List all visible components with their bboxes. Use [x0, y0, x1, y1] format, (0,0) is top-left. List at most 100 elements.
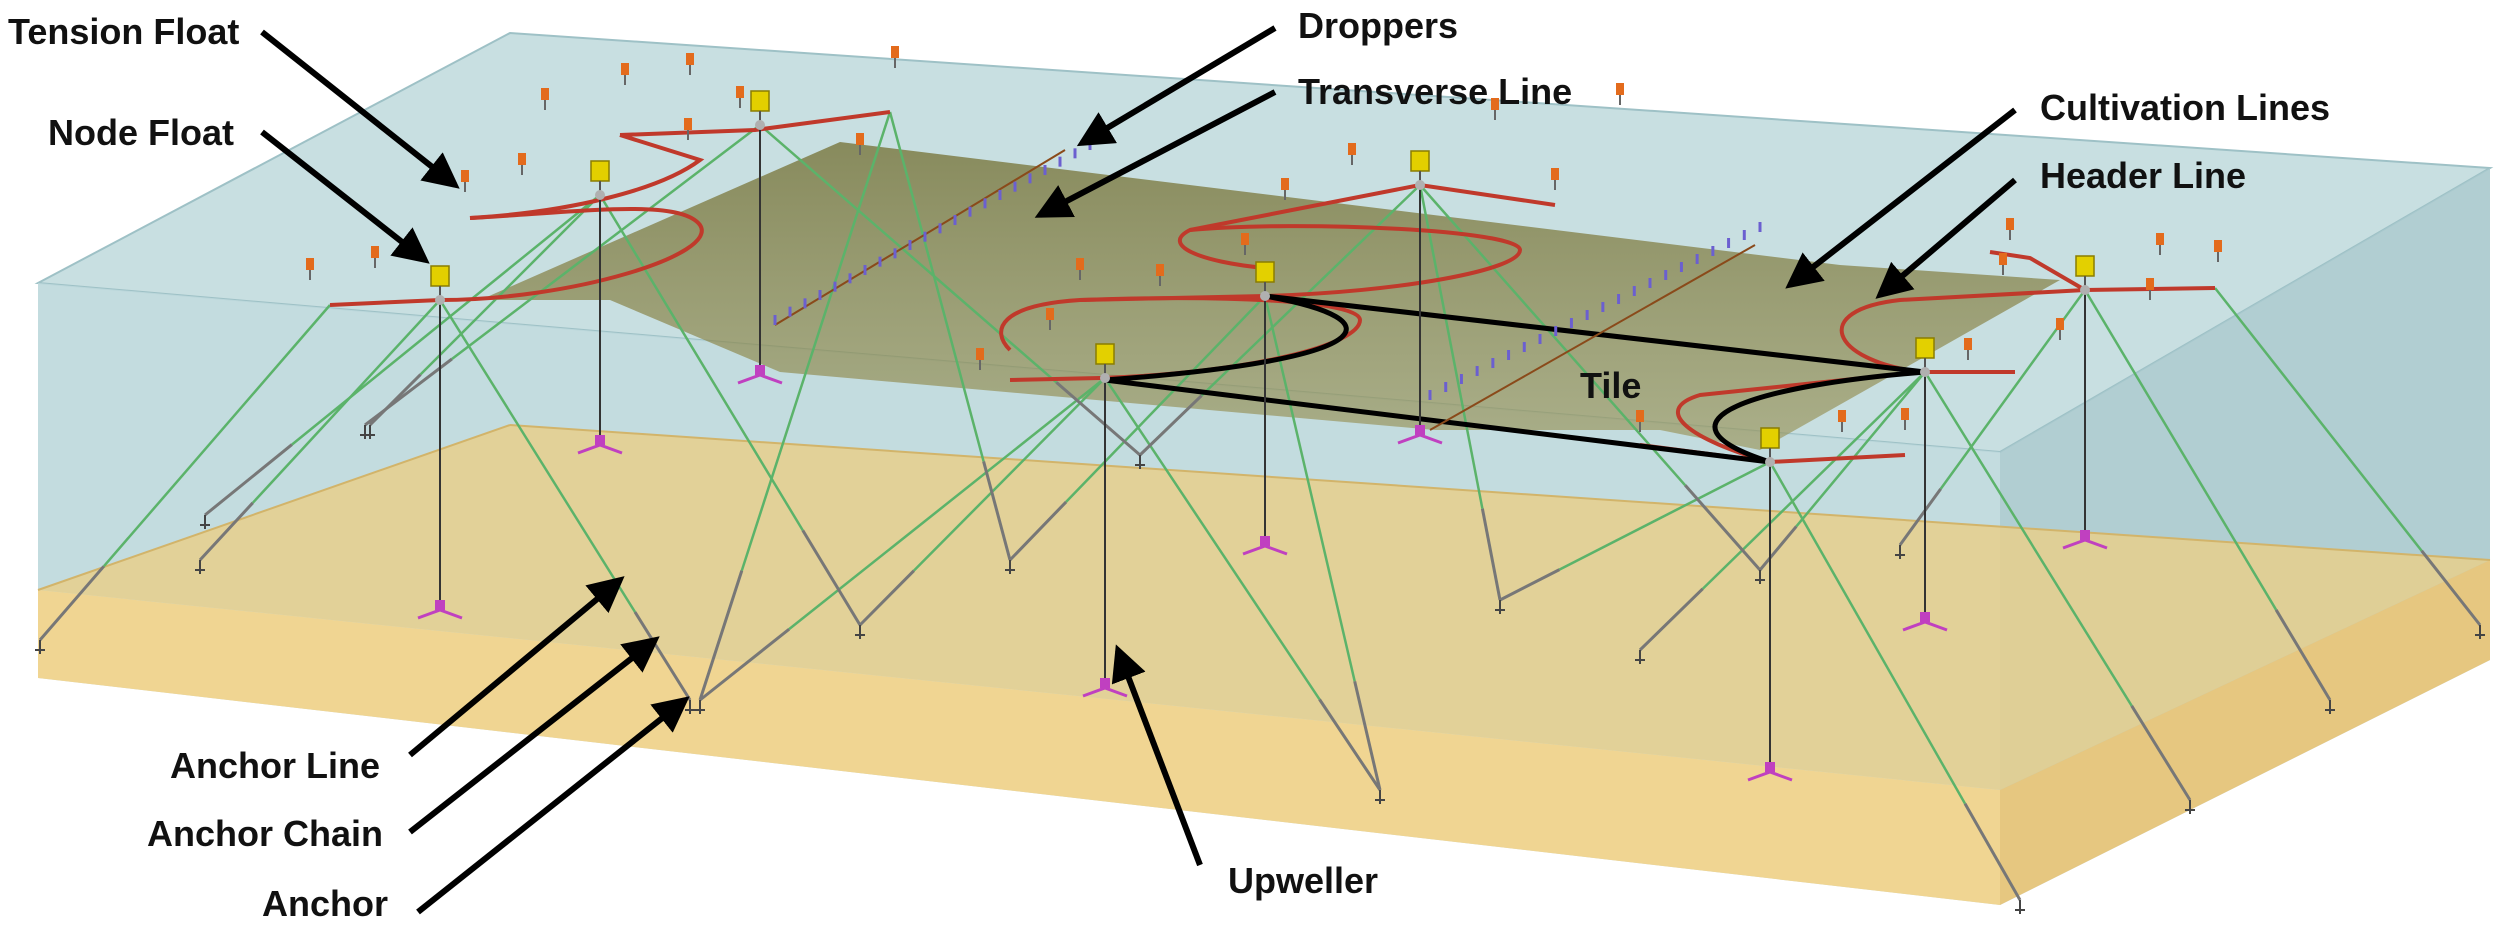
header-line	[329, 110, 2216, 465]
label-node-float: Node Float	[48, 112, 234, 153]
anchor-line	[1795, 371, 1926, 528]
tension-float-icon	[2146, 278, 2154, 300]
node-float-icon	[1760, 427, 1780, 467]
anchor-chain	[1963, 802, 2022, 901]
labels: Tension Float Node Float Droppers Transv…	[8, 5, 2330, 924]
anchor-icon	[855, 625, 865, 639]
upweller-base	[1902, 612, 1948, 632]
anchor-icon	[2475, 625, 2485, 639]
tension-float-icon	[1046, 308, 1054, 330]
tension-float-icon	[736, 86, 744, 108]
upweller-risers	[439, 125, 2086, 772]
anchor-line	[913, 377, 1106, 572]
anchor-line	[598, 194, 804, 532]
tension-float-icon	[2156, 233, 2164, 255]
anchor-icon	[1635, 650, 1645, 664]
tension-float-icon	[891, 46, 899, 68]
tension-float-icon	[518, 153, 526, 175]
arrow-upweller	[1111, 644, 1203, 867]
arrow-anchor	[416, 696, 690, 915]
anchor-chain	[368, 373, 422, 427]
label-upweller: Upweller	[1228, 860, 1378, 901]
anchor-icon	[195, 560, 205, 574]
anchor-line	[2083, 289, 2278, 611]
label-anchor: Anchor	[262, 883, 388, 924]
anchor-chain	[858, 569, 915, 627]
tension-float-icon	[1241, 233, 1249, 255]
anchor-line	[1768, 461, 1967, 805]
tension-float-icon	[856, 133, 864, 155]
node-float-icon	[430, 265, 450, 305]
label-transverse-line: Transverse Line	[1298, 71, 1572, 112]
anchor-chain	[633, 611, 692, 701]
anchor-chain	[982, 461, 1012, 561]
anchor-chain	[1480, 508, 1502, 601]
anchor-icon	[1135, 455, 1145, 469]
seabed	[37, 424, 2491, 905]
tension-float-icon	[1636, 410, 1644, 432]
tension-float-icon	[2214, 240, 2222, 262]
tension-float-icon	[1999, 253, 2007, 275]
arrow-node-float	[260, 129, 430, 264]
anchor-line	[419, 194, 601, 376]
tension-float-icon	[1616, 83, 1624, 105]
anchor-line	[740, 111, 892, 572]
anchor-icon	[1005, 560, 1015, 574]
node-floats	[430, 90, 2095, 467]
tension-float-icon	[306, 258, 314, 280]
tension-float-icon	[371, 246, 379, 268]
tension-float-icon	[1551, 168, 1559, 190]
anchor-chain	[204, 443, 293, 517]
anchor-line	[102, 304, 331, 568]
label-header-line: Header Line	[2040, 155, 2246, 196]
tension-float-icon	[541, 88, 549, 110]
upweller-base	[1397, 425, 1443, 445]
anchor-line	[291, 194, 601, 446]
node-float-icon	[1255, 261, 1275, 301]
anchor-icon	[1895, 545, 1905, 559]
upweller-base	[417, 600, 463, 620]
anchor-icon	[2185, 800, 2195, 814]
anchor-line	[451, 124, 761, 360]
tile-outline	[1104, 293, 1926, 465]
upweller-base	[1747, 762, 1793, 782]
upweller-base	[2062, 530, 2108, 550]
anchor-chain	[38, 565, 105, 641]
label-anchor-chain: Anchor Chain	[147, 813, 383, 854]
arrow-anchor-line	[408, 576, 625, 758]
anchor-chain	[1638, 587, 1704, 652]
tension-floats	[306, 46, 2222, 432]
node-float-icon	[1095, 343, 1115, 383]
tension-float-icon	[1281, 178, 1289, 200]
tension-float-icon	[2056, 318, 2064, 340]
anchor-icon	[365, 425, 375, 439]
anchor-icon	[695, 700, 705, 714]
arrow-tension-float	[260, 29, 460, 189]
anchor-icon	[1755, 570, 1765, 584]
anchor-icon	[35, 640, 45, 654]
node-float-icon	[750, 90, 770, 130]
upweller-base	[737, 365, 783, 385]
label-cultivation-lines: Cultivation Lines	[2040, 87, 2330, 128]
anchor-chain	[1499, 568, 1561, 602]
anchor-icon	[1495, 600, 1505, 614]
anchor-line	[1923, 371, 2133, 707]
anchor-line	[759, 124, 1058, 384]
tension-float-icon	[1838, 410, 1846, 432]
anchor-line	[888, 111, 985, 462]
tension-float-icon	[1491, 98, 1499, 120]
anchor-line	[1558, 460, 1771, 571]
tension-float-icon	[1348, 143, 1356, 165]
anchor-chain	[698, 570, 744, 701]
arrow-transverse-line	[1034, 89, 1277, 218]
node-float-icon	[1410, 150, 1430, 190]
label-droppers: Droppers	[1298, 5, 1458, 46]
anchor-chain	[1353, 680, 1382, 791]
tension-float-icon	[1076, 258, 1084, 280]
arrow-droppers	[1076, 25, 1277, 147]
tension-float-icon	[461, 170, 469, 192]
upweller-base	[1082, 678, 1128, 698]
label-anchor-line: Anchor Line	[170, 745, 380, 786]
anchor-line	[2214, 287, 2423, 552]
